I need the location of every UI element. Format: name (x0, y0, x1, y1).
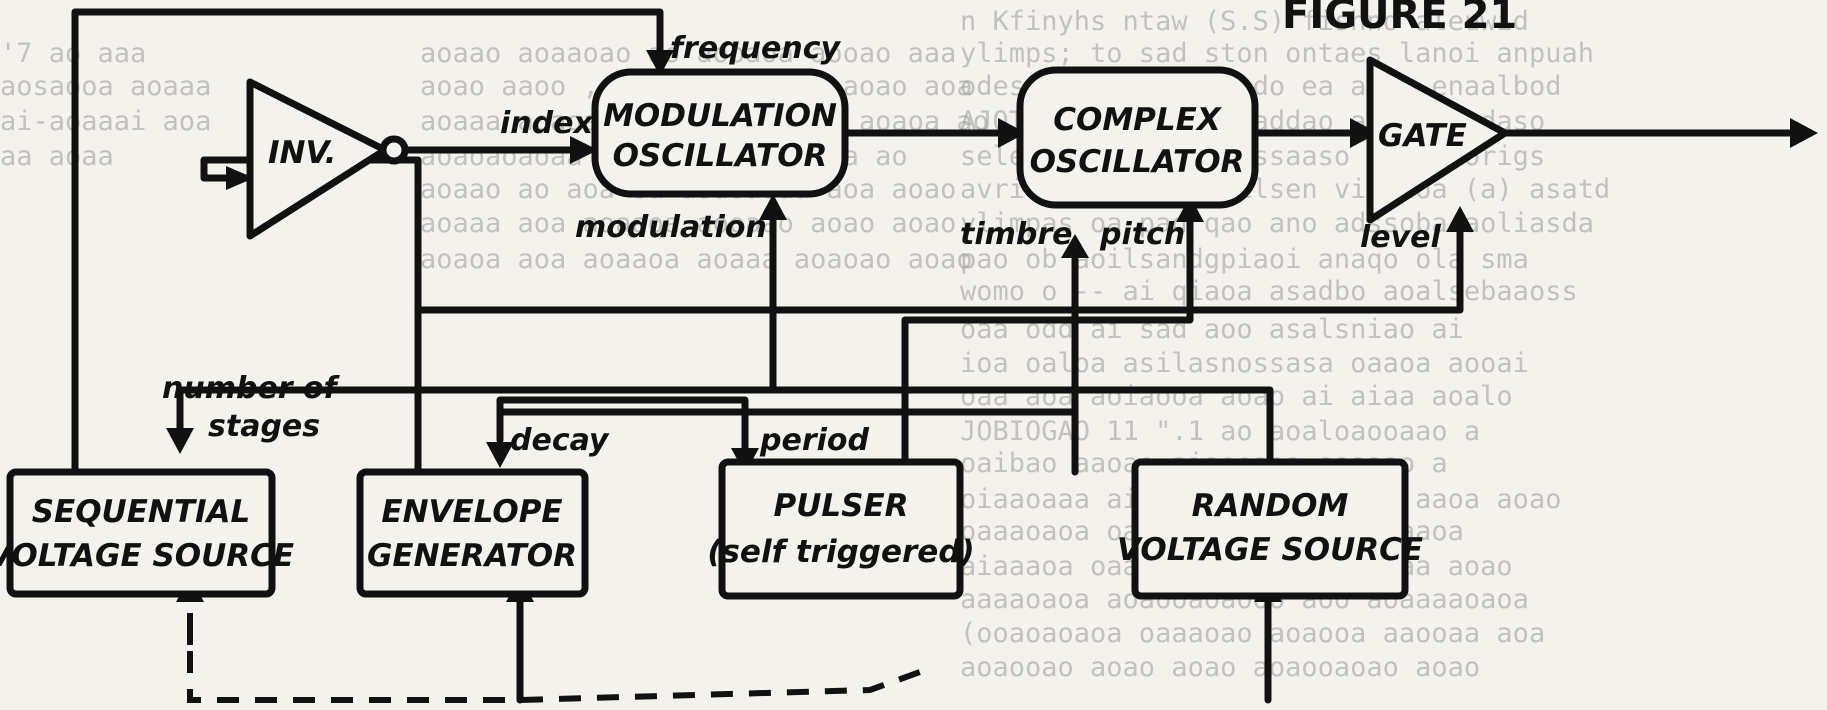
modulation-oscillator-label-1: MODULATION (603, 98, 837, 134)
sequential-voltage-source-block: SEQUENTIAL VOLTAGE SOURCE (0, 468, 294, 598)
signal-labels: FIGURE 21 frequency index modulation tim… (162, 0, 1517, 458)
complex-oscillator-block: COMPLEX OSCILLATOR (1016, 66, 1259, 209)
wire-pulser-to-pitch (901, 211, 1194, 476)
envelope-generator-block: ENVELOPE GENERATOR (356, 468, 589, 598)
svg-text:ylimpas oa pad qao ano adssoba: ylimpas oa pad qao ano adssoba aoliasda (960, 208, 1594, 239)
gate-block: GATE (1366, 56, 1509, 224)
arrow-complex-input (998, 118, 1026, 148)
patch-wires (71, 8, 1804, 704)
arrow-pitch (1176, 196, 1204, 222)
wire-random-to-decay (496, 386, 1079, 444)
wire-sequential-to-frequency (71, 8, 664, 476)
svg-text:ioa oaloa asilasnossasa oaaoa: ioa oaloa asilasnossasa oaaoa aooai (960, 348, 1529, 379)
label-index: index (500, 106, 594, 141)
inv-block: INV. (246, 78, 409, 240)
svg-text:womo o -- ai qiaoa asadbo aoal: womo o -- ai qiaoa asadbo aoalsebaaoss (960, 276, 1578, 307)
wire-random-to-stages (176, 386, 1274, 476)
random-voltage-source-block: RANDOM VOLTAGE SOURCE (1117, 458, 1423, 600)
label-number-of: number of (162, 371, 341, 406)
arrow-inv-input (226, 166, 254, 190)
gate-label: GATE (1378, 118, 1467, 154)
svg-text:aosaooa aoaaa: aosaooa aoaaa (0, 71, 211, 102)
svg-text:(ooaoaoaoa oaaaoao aoaooa aaoo: (ooaoaoaoa oaaaoao aoaooa aaooaa aoa (960, 618, 1545, 649)
trigger-bus-dashed (187, 610, 922, 703)
label-pitch: pitch (1099, 217, 1185, 252)
svg-text:aoaooao aoao aoao aoaooaoao ao: aoaooao aoao aoao aoaooaoao aoao (960, 652, 1480, 683)
arrow-gate-input (1350, 118, 1378, 148)
label-stages: stages (208, 409, 320, 444)
wire-envelope-to-inv (200, 156, 422, 476)
arrow-decay (486, 442, 514, 468)
inverter-bubble (379, 135, 409, 165)
label-decay: decay (510, 423, 610, 458)
sequential-label-1: SEQUENTIAL (32, 494, 251, 530)
arrow-level (1446, 206, 1474, 232)
envelope-label-1: ENVELOPE (381, 494, 562, 530)
pulser-block: PULSER (self triggered) (707, 458, 975, 600)
pulser-label-1: PULSER (773, 488, 908, 524)
envelope-label-2: GENERATOR (367, 538, 577, 574)
arrow-frequency (646, 50, 674, 76)
arrow-index (570, 136, 598, 164)
label-level: level (1360, 220, 1442, 255)
modulation-oscillator-block: MODULATION OSCILLATOR (591, 68, 849, 198)
complex-oscillator-label-2: OSCILLATOR (1030, 144, 1245, 180)
modulation-oscillator-label-2: OSCILLATOR (613, 138, 828, 174)
wire-envelope-to-level (414, 221, 1464, 314)
arrow-output (1790, 118, 1818, 148)
wire-random-to-period (496, 396, 749, 454)
label-timbre: timbre (960, 217, 1073, 252)
pulser-label-2: (self triggered) (707, 534, 974, 570)
svg-text:aoaoa aoa aoaaoa aoaaa aoaoao: aoaoa aoa aoaaoa aoaaa aoaoao aoao (420, 244, 973, 275)
arrow-modulation (759, 194, 787, 220)
label-frequency: frequency (670, 31, 842, 66)
svg-text:aa aoaa: aa aoaa (0, 141, 114, 172)
sequential-label-2: VOLTAGE SOURCE (0, 538, 294, 574)
figure-title: FIGURE 21 (1282, 0, 1517, 38)
svg-text:aoaaa aoa aoaaoa aooaao aoao a: aoaaa aoa aoaaoa aooaao aoao aoao (420, 208, 956, 239)
svg-text:n Kfinyhs ntaw (S.S) fishno al: n Kfinyhs ntaw (S.S) fishno aleuwid (960, 6, 1529, 37)
svg-text:oaa aoa aoiaooa aoao ai aiaa a: oaa aoa aoiaooa aoao ai aiaa aoalo (960, 381, 1513, 412)
random-label-2: VOLTAGE SOURCE (1117, 532, 1423, 568)
svg-text:JOBIOGAO 11 ".1 ao aoaloaooaao: JOBIOGAO 11 ".1 ao aoaloaooaao a (960, 416, 1480, 447)
arrow-timbre (1061, 234, 1089, 258)
random-label-1: RANDOM (1192, 488, 1349, 524)
arrow-stages (166, 428, 194, 454)
svg-text:ylimps; to sad ston ontaes lan: ylimps; to sad ston ontaes lanoi anpuah (960, 38, 1594, 69)
complex-oscillator-label-1: COMPLEX (1053, 102, 1223, 138)
svg-text:pao ob aoilsandgpiaoi anaqo ol: pao ob aoilsandgpiaoi anaqo ola sma (960, 244, 1529, 275)
label-modulation: modulation (575, 210, 767, 245)
svg-text:aoaao aoaaoao ao aooaoa aooao: aoaao aoaaoao ao aooaoa aooao aaa (420, 38, 956, 69)
label-period: period (759, 423, 870, 458)
svg-text:ai-aoaaai aoa: ai-aoaaai aoa (0, 106, 211, 137)
inv-label: INV. (268, 135, 336, 171)
